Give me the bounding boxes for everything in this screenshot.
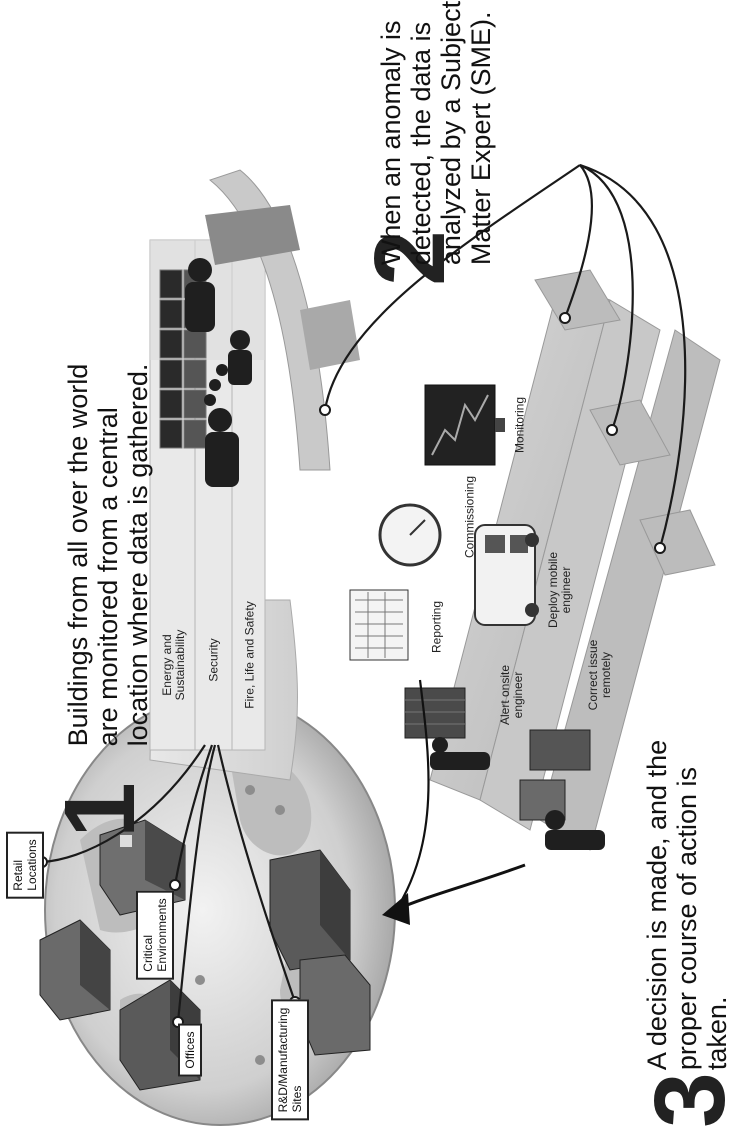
step-3-text: A decision is made, and the proper cours…	[642, 739, 732, 1071]
sme-connectors	[323, 163, 687, 549]
panel-to-arrow-line	[394, 679, 430, 913]
action-reporting: Reporting	[429, 600, 444, 654]
operations-room	[185, 169, 360, 487]
step-3-number: 3	[634, 1072, 734, 1128]
action-deploy-mobile-engineer: Deploy mobile engineer	[546, 551, 573, 629]
label-offices: Offices	[178, 1023, 202, 1077]
action-monitoring: Monitoring	[512, 396, 527, 454]
band-security: Security	[206, 638, 221, 682]
action-alert-onsite-engineer: Alert onsite engineer	[498, 664, 525, 726]
step-1-text: Buildings from all over the world are mo…	[63, 363, 153, 747]
commissioning-gauge-icon	[378, 503, 442, 567]
step-1-number: 1	[44, 782, 156, 838]
sme-dots	[319, 312, 666, 554]
label-critical-environments: Critical Environments	[136, 890, 174, 980]
monitoring-screen-icon	[424, 384, 505, 466]
location-connectors	[41, 744, 297, 1023]
building-rnd	[269, 849, 371, 1056]
remote-fix-workstation-icon	[519, 729, 605, 850]
label-rnd-manufacturing: R&D/Manufacturing Sites	[271, 999, 309, 1121]
band-energy-sustainability: Energy and Sustainability	[160, 629, 187, 701]
reporting-icon	[349, 589, 409, 661]
band-fire-life-safety: Fire, Life and Safety	[242, 601, 257, 709]
action-commissioning: Commissioning	[462, 475, 477, 559]
action-correct-issue-remotely: Correct issue remotely	[586, 639, 613, 711]
mobile-engineer-van-icon	[474, 524, 539, 626]
building-retail	[39, 919, 111, 1021]
onsite-engineer-icon	[404, 687, 490, 770]
step-2-text: When an anomaly is detected, the data is…	[376, 0, 496, 266]
label-retail-locations: Retail Locations	[6, 831, 44, 899]
